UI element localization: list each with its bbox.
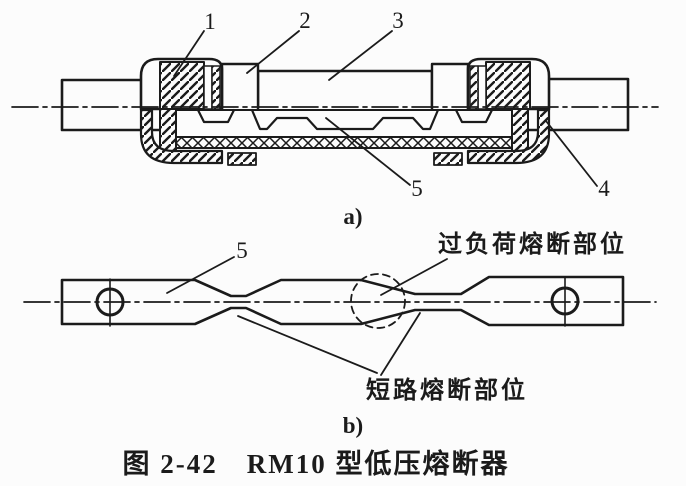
callout-5b: 5 <box>236 238 248 263</box>
end-cap-left-bottom <box>139 108 224 165</box>
callout-1: 1 <box>204 9 216 34</box>
filler-band <box>175 136 513 149</box>
figure-caption: 图 2-42 RM10 型低压熔断器 <box>123 448 510 479</box>
fuse-tube <box>256 69 434 110</box>
end-cap-right-bottom <box>466 108 551 165</box>
ferrule-right <box>430 62 470 110</box>
part-a-cross-section <box>11 30 659 187</box>
callout-2: 2 <box>299 8 311 33</box>
end-cap-left-tab <box>227 152 257 166</box>
end-cap-left-slot <box>203 65 213 110</box>
end-cap-left-ring <box>211 65 221 110</box>
overload-fusing-label: 过负荷熔断部位 <box>438 230 627 258</box>
short-circuit-fusing-label: 短路熔断部位 <box>366 376 528 404</box>
inner-wall-right <box>511 108 529 152</box>
part-b-fuse-element <box>23 256 657 376</box>
end-cap-right-slot <box>477 65 487 110</box>
end-cap-left-hatch <box>159 61 205 110</box>
fuse-element-strip <box>196 108 494 131</box>
callout-5a: 5 <box>411 176 423 201</box>
end-cap-right-ring <box>469 65 479 110</box>
callout-3: 3 <box>392 8 404 33</box>
ferrule-left <box>220 62 260 110</box>
overload-spot-circle <box>350 273 406 329</box>
leader-lines-a <box>173 30 598 187</box>
end-cap-right-hatch <box>485 61 531 110</box>
end-cap-right-tab <box>433 152 463 166</box>
inner-wall-left <box>159 108 177 152</box>
part-b-label: b) <box>343 413 363 438</box>
leader-lines-b <box>166 256 448 376</box>
melt-strip-outline <box>60 275 625 327</box>
callout-4: 4 <box>598 176 610 201</box>
part-a-label: a) <box>343 204 362 229</box>
